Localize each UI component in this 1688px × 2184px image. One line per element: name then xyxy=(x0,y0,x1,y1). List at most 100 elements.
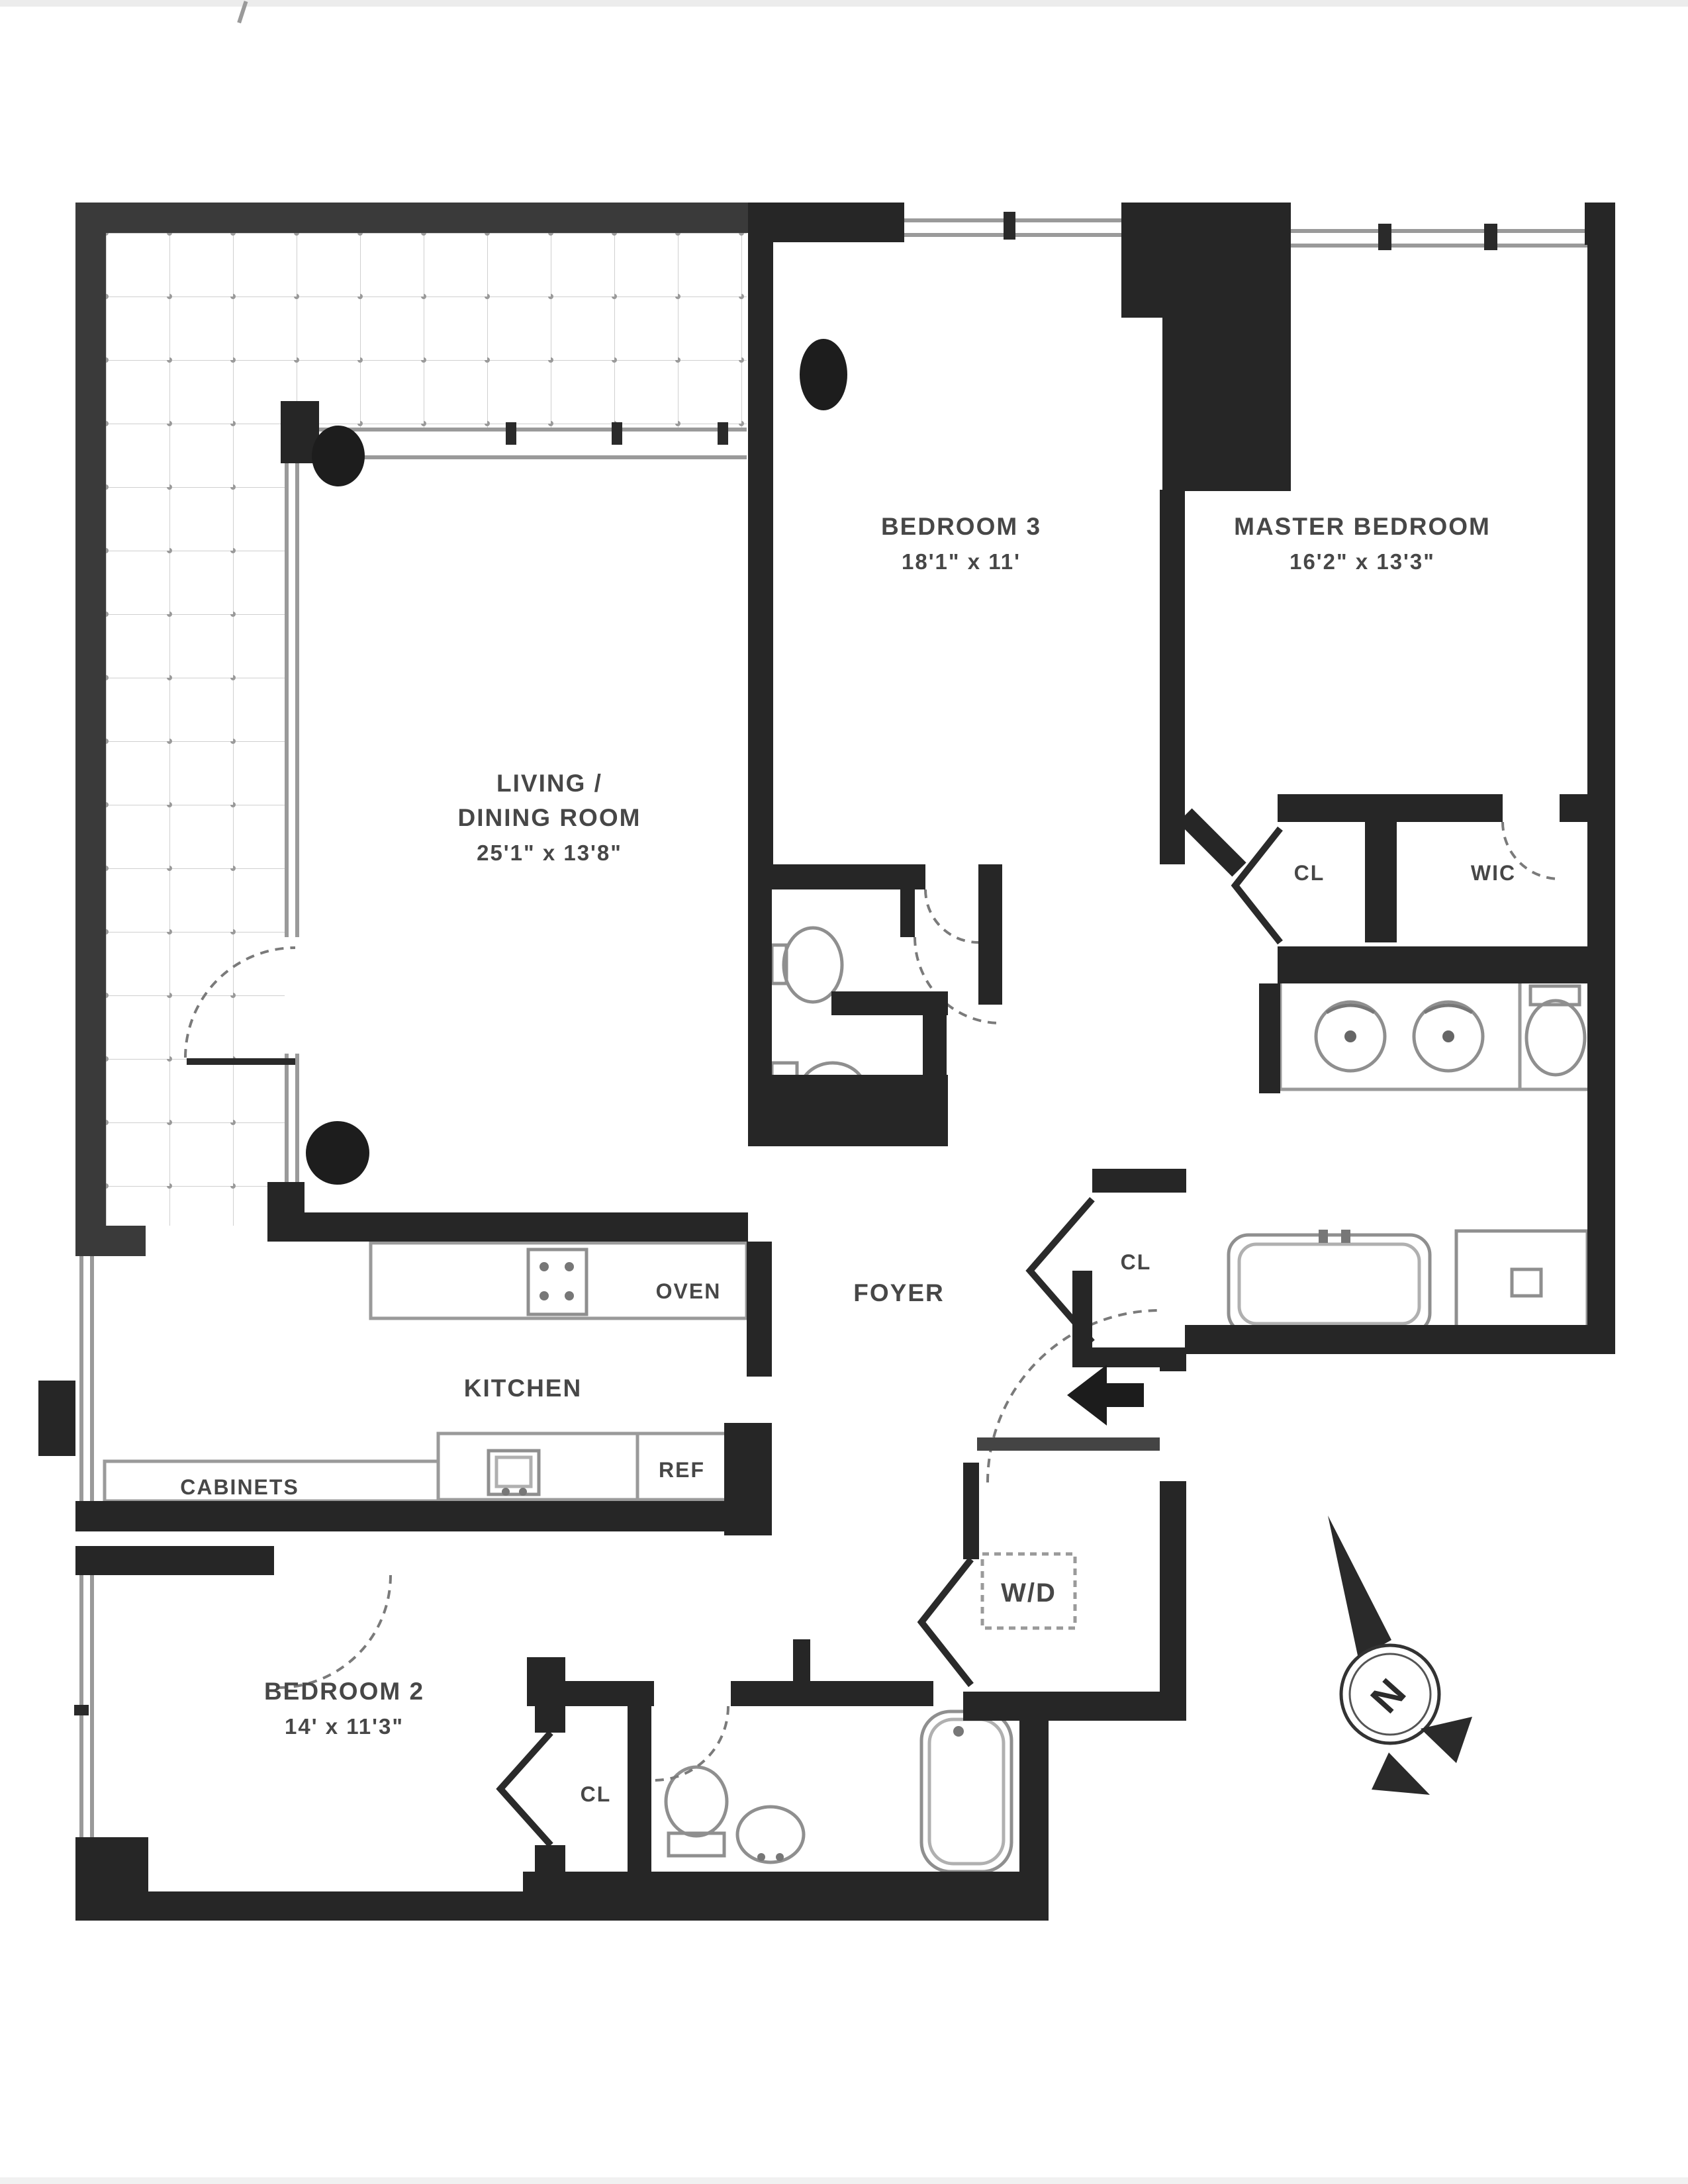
terrace-tile-grid xyxy=(106,233,747,1226)
column-icon xyxy=(306,1121,369,1185)
toilet-tank xyxy=(667,1831,726,1858)
bathtub-inner xyxy=(927,1717,1006,1866)
railing-post xyxy=(506,422,516,445)
wall xyxy=(1160,1354,1186,1371)
railing-post xyxy=(718,422,728,445)
faucet-icon xyxy=(519,1488,527,1496)
label-bedroom2-cl: CL xyxy=(581,1782,612,1806)
columns xyxy=(306,339,847,1185)
wall xyxy=(1162,318,1291,491)
wall xyxy=(978,864,1002,1005)
window xyxy=(79,1256,83,1501)
wall xyxy=(748,1075,948,1146)
window xyxy=(285,463,289,937)
door-arc-entry xyxy=(986,1309,1160,1483)
wall xyxy=(963,1463,979,1559)
labels: BEDROOM 3 18'1" x 11' MASTER BEDROOM 16'… xyxy=(180,513,1516,1806)
label-cabinets: CABINETS xyxy=(180,1475,299,1499)
scan-edge-top xyxy=(0,0,1688,7)
entry-arrow-icon xyxy=(1067,1365,1144,1426)
arrow-shaft xyxy=(1105,1383,1144,1407)
faucet-icon xyxy=(1423,1003,1474,1015)
door-arc-bedroom3 xyxy=(924,889,979,944)
wall-chamfer xyxy=(1178,808,1246,877)
terrace-railing xyxy=(319,455,747,459)
scan-edge-bottom xyxy=(0,2177,1688,2184)
compass-north-icon: N xyxy=(1328,1516,1472,1795)
label-living-line2: DINING ROOM xyxy=(458,804,641,831)
door-arc-bedroom2 xyxy=(277,1574,392,1689)
vanity-sink-icon xyxy=(1314,1000,1387,1073)
faucet-icon xyxy=(502,1488,510,1496)
bifold-door-wd xyxy=(917,1557,974,1688)
railing-post xyxy=(612,422,622,445)
bathroom2-fixtures xyxy=(664,1709,1013,1874)
kitchen-sink-basin xyxy=(494,1455,533,1488)
wall-bathroom2-north xyxy=(731,1681,933,1706)
wall xyxy=(747,1242,772,1377)
burner-icon xyxy=(539,1291,549,1300)
window-mullion xyxy=(1484,224,1497,250)
walls xyxy=(38,203,1615,1921)
wall-cabinets xyxy=(75,1501,772,1531)
wall xyxy=(1121,203,1291,318)
window xyxy=(90,1256,94,1501)
toilet-tank xyxy=(1528,984,1581,1007)
label-living-line1: LIVING / xyxy=(496,770,602,797)
column-icon xyxy=(312,426,365,486)
kitchen-sink-icon xyxy=(487,1449,541,1496)
window-mullion xyxy=(1004,212,1015,240)
label-master-dims: 16'2" x 13'3" xyxy=(1289,549,1435,574)
tub-faucet-icon xyxy=(1341,1230,1350,1243)
label-kitchen: KITCHEN xyxy=(464,1375,582,1402)
arrow-head xyxy=(1067,1365,1107,1426)
wall-masterbath-south xyxy=(1185,1325,1615,1354)
terrace-railing xyxy=(319,428,747,432)
scan-tick-mark xyxy=(237,1,248,24)
wall-living-south xyxy=(267,1212,748,1242)
wall xyxy=(535,1845,565,1872)
wall xyxy=(900,864,915,937)
wall xyxy=(535,1706,565,1733)
compass-ring-inner xyxy=(1348,1653,1432,1736)
burner-icon xyxy=(565,1262,574,1271)
wall xyxy=(1278,946,1614,983)
window xyxy=(295,463,299,937)
faucet-icon xyxy=(776,1853,784,1861)
label-bedroom2-name: BEDROOM 2 xyxy=(264,1678,424,1705)
bathroom-sink-icon xyxy=(735,1805,806,1864)
faucet-icon xyxy=(757,1853,765,1861)
label-wic: WIC xyxy=(1471,861,1516,885)
wall xyxy=(1160,1481,1186,1721)
compass-fin xyxy=(1421,1717,1472,1763)
window-mullion xyxy=(74,1705,89,1715)
wall xyxy=(1365,822,1397,942)
wall-stub xyxy=(793,1639,810,1686)
wall-corner xyxy=(75,1837,148,1901)
window xyxy=(295,1054,299,1182)
burner-icon xyxy=(539,1262,549,1271)
wall xyxy=(1259,983,1280,1093)
drain-icon xyxy=(1442,1030,1454,1042)
column-icon xyxy=(800,339,847,410)
label-master-cl: CL xyxy=(1294,861,1325,885)
stove-icon xyxy=(526,1248,588,1316)
wall xyxy=(748,233,773,867)
window xyxy=(90,1575,94,1839)
compass-ring-outer xyxy=(1339,1643,1441,1745)
shower-drain xyxy=(1510,1267,1543,1298)
compass-needle xyxy=(1328,1516,1391,1659)
bifold-door-bedroom2-cl xyxy=(496,1730,553,1848)
wall xyxy=(748,864,925,889)
wall xyxy=(748,203,904,242)
wall-bottom xyxy=(523,1872,1049,1921)
bifold-door-foyer-cl xyxy=(1025,1197,1095,1345)
bathtub-icon xyxy=(919,1709,1013,1874)
label-bedroom3-name: BEDROOM 3 xyxy=(881,513,1041,540)
terrace-parapet-left xyxy=(75,203,106,1256)
wall xyxy=(1092,1169,1186,1193)
bathroom-sink-icon xyxy=(782,926,844,1004)
label-living-dims: 25'1" x 13'8" xyxy=(477,841,622,865)
